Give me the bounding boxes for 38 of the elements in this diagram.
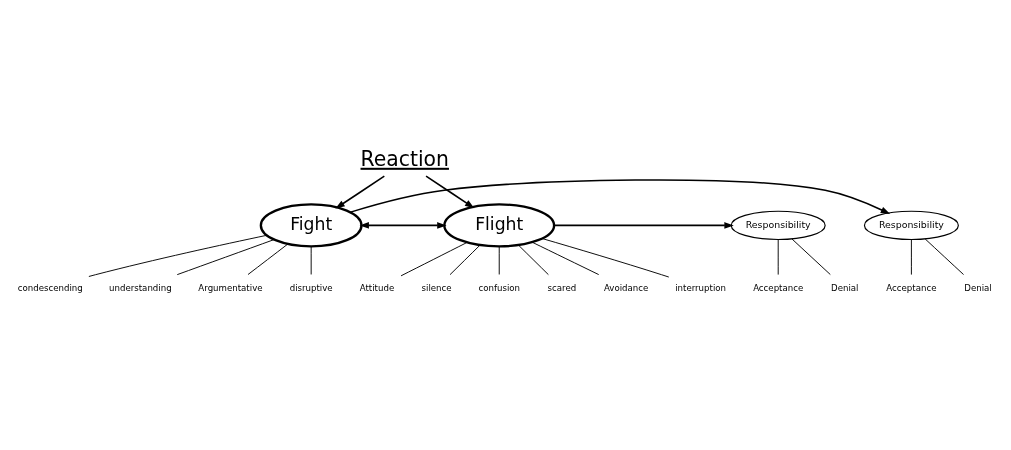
connector xyxy=(498,246,500,275)
node-ellipse: Fight xyxy=(259,203,363,248)
node-text: Acceptance xyxy=(753,282,804,293)
node-text: understanding xyxy=(109,282,172,293)
arrow xyxy=(425,175,475,209)
connector xyxy=(531,241,600,276)
connector xyxy=(400,242,468,277)
connector xyxy=(449,244,481,276)
node-text: scared xyxy=(547,282,577,293)
arrow xyxy=(553,222,734,229)
connector xyxy=(924,238,964,276)
node-text: Reaction xyxy=(360,146,449,171)
connector xyxy=(247,243,289,275)
connector xyxy=(88,234,268,277)
node-text: disruptive xyxy=(289,282,333,293)
connector xyxy=(791,238,831,276)
node-text: Acceptance xyxy=(886,282,937,293)
arrow xyxy=(349,179,891,214)
node-text: Attitude xyxy=(359,282,395,293)
connector xyxy=(518,244,549,276)
arrow xyxy=(359,222,447,229)
node-text: Denial xyxy=(831,282,859,293)
node-text: Argumentative xyxy=(198,282,263,293)
arrow xyxy=(335,175,386,209)
node-text: condescending xyxy=(17,282,83,293)
node-ellipse: Flight xyxy=(443,203,556,248)
connector xyxy=(176,239,275,276)
node-text: Avoidance xyxy=(603,282,649,293)
connector xyxy=(310,246,312,275)
node-text: Denial xyxy=(964,282,992,293)
connector xyxy=(541,238,670,278)
node-ellipse: Responsibility xyxy=(730,210,826,241)
connector xyxy=(910,239,912,276)
node-text: silence xyxy=(421,282,452,293)
node-ellipse: Responsibility xyxy=(863,210,959,241)
node-text: interruption xyxy=(675,282,727,293)
node-text: confusion xyxy=(478,282,520,293)
connector xyxy=(777,239,779,276)
